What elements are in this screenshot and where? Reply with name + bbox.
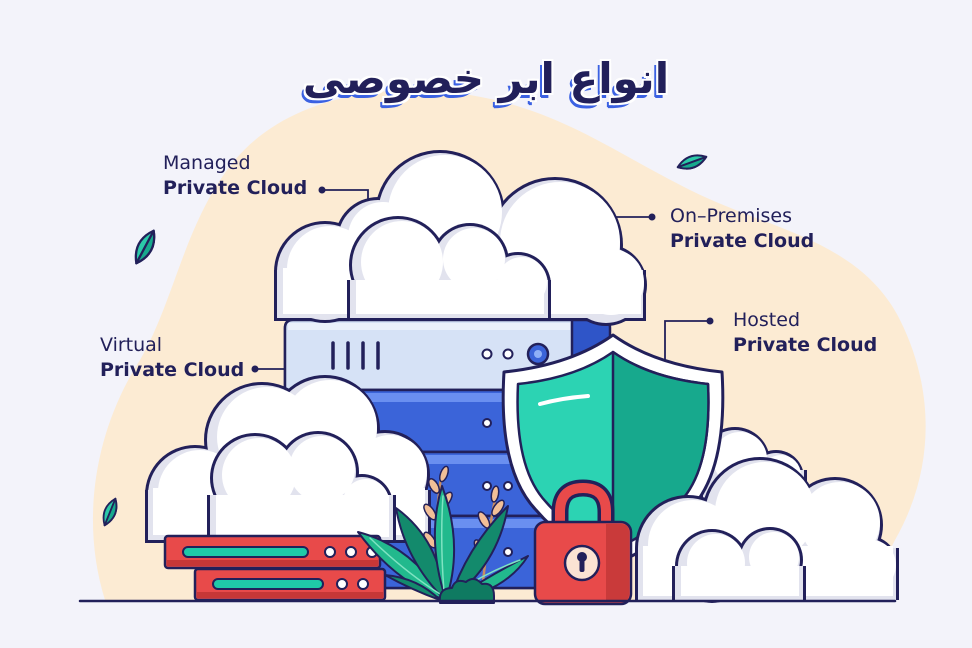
label-line: Managed (163, 152, 251, 174)
cloud-left-front-puffs (207, 431, 396, 540)
floating-leaf-icon (676, 154, 708, 170)
vent-bars (331, 341, 380, 370)
label-line: Virtual (100, 334, 163, 356)
padlock-icon (533, 479, 633, 606)
status-light (481, 348, 493, 360)
connector-virtual (251, 365, 288, 373)
floating-leaf-icon (134, 229, 156, 265)
label-hosted-private-cloud: Hosted Private Cloud (733, 308, 877, 358)
bush (438, 578, 495, 604)
cloud-right-front-puffs (672, 527, 806, 603)
cloud-top-front-puffs (347, 216, 551, 318)
cloud-right (635, 457, 899, 603)
label-line-bold: Private Cloud (100, 359, 245, 381)
cloud-left (145, 375, 431, 545)
red-server-bar (163, 534, 382, 570)
plant-icon (357, 465, 529, 604)
floating-leaf-icon (102, 497, 118, 527)
label-line-bold: Private Cloud (733, 334, 878, 356)
label-virtual-private-cloud: Virtual Private Cloud (100, 333, 244, 383)
connector-hosted (664, 317, 714, 366)
red-server-bars (163, 534, 387, 602)
label-line: On–Premises (670, 205, 792, 227)
red-server-bar (193, 567, 387, 602)
connector-on-premises (616, 213, 656, 221)
label-line-bold: Private Cloud (163, 177, 308, 199)
page-title: انواع ابر خصوصی (302, 54, 670, 103)
cloud-top (274, 150, 647, 326)
label-line: Hosted (733, 309, 801, 331)
status-light (502, 348, 514, 360)
label-managed-private-cloud: Managed Private Cloud (163, 151, 307, 201)
label-on-premises-private-cloud: On–Premises Private Cloud (670, 204, 814, 254)
label-line-bold: Private Cloud (670, 230, 815, 252)
